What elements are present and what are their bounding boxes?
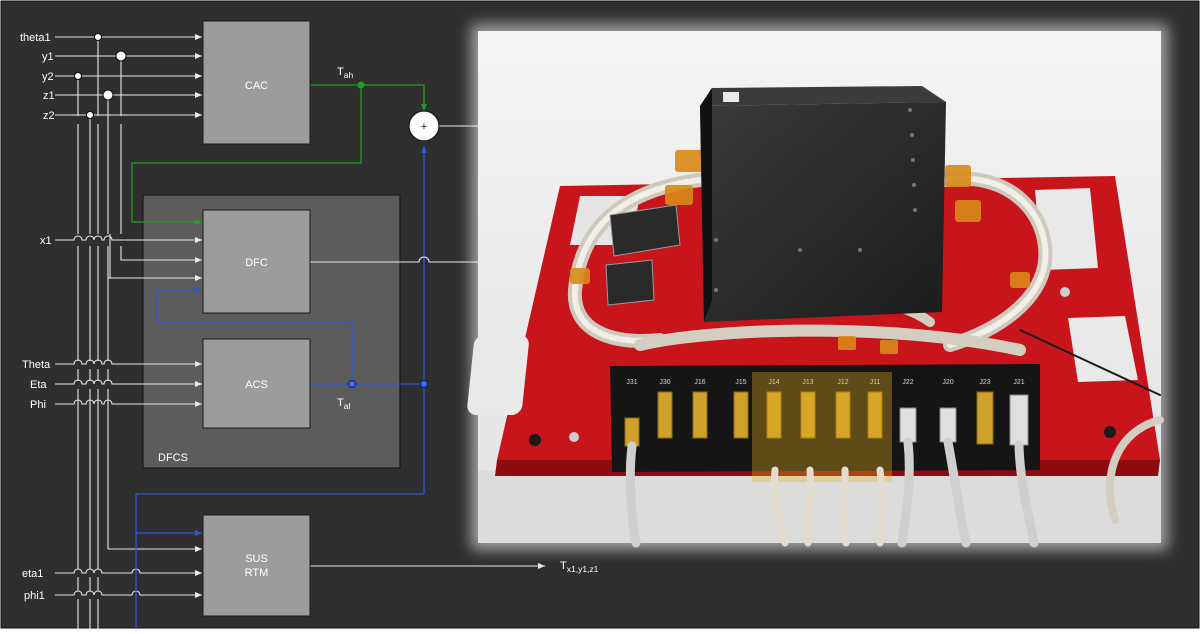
electronics-box — [700, 86, 946, 322]
input-label-theta1: theta1 — [20, 32, 51, 44]
input-label-theta: Theta — [22, 359, 51, 371]
connector-label: J31 — [626, 379, 637, 386]
tah-junction — [357, 81, 365, 89]
acs-label: ACS — [245, 379, 268, 391]
cable-harness — [567, 171, 1164, 524]
cac-label: CAC — [245, 80, 268, 92]
sus-label: SUS — [245, 553, 268, 565]
grey-cables — [625, 437, 1039, 548]
tal-signal-wires — [135, 146, 427, 629]
input-label-y2: y2 — [42, 71, 54, 83]
hardware-photo: J31 J30 J16 J15 J14 J13 J12 J11 J22 J20 J23 J21 — [467, 24, 1168, 550]
tah-signal-wires — [131, 84, 427, 225]
connector-label: J12 — [837, 379, 848, 386]
placards — [605, 204, 681, 306]
input-label-x1: x1 — [40, 235, 52, 247]
dfc-block: DFC — [202, 209, 311, 314]
input-label-y1: y1 — [42, 51, 54, 63]
dfc-output-wire — [310, 256, 482, 263]
input-label-phi1: phi1 — [24, 590, 45, 602]
tah-label: Tah — [337, 66, 353, 80]
connector-label: J21 — [1013, 379, 1024, 386]
connector-label: J14 — [768, 379, 779, 386]
connector-label: J22 — [902, 379, 913, 386]
connector-bracket: J31 J30 J16 J15 J14 J13 J12 J11 J22 J20 J23 J21 — [610, 364, 1040, 482]
connector-label: J11 — [870, 379, 881, 386]
white-bundles — [770, 466, 886, 547]
input-label-phi: Phi — [30, 399, 46, 411]
dfcs-label: DFCS — [158, 452, 188, 464]
input-bus-lines — [77, 37, 122, 629]
connector-label: J30 — [659, 379, 670, 386]
tal-label: Tal — [337, 397, 350, 411]
tal-junction-left — [348, 380, 356, 388]
kapton-tape — [570, 150, 1030, 354]
input-label-eta: Eta — [30, 379, 47, 391]
connector-label: J20 — [942, 379, 953, 386]
txyz-label: Tx1,y1,z1 — [560, 560, 599, 574]
input-label-z1: z1 — [43, 90, 55, 102]
sus-rtm-block: SUS RTM — [202, 514, 311, 617]
connector-label: J23 — [979, 379, 990, 386]
tal-junction-right — [420, 380, 428, 388]
input-label-z2: z2 — [43, 110, 55, 122]
connector-label: J13 — [802, 379, 813, 386]
junction-dots — [74, 33, 127, 119]
connector-label: J16 — [694, 379, 705, 386]
dfc-label: DFC — [245, 257, 268, 269]
rtm-label: RTM — [245, 567, 269, 579]
connector-label: J15 — [735, 379, 746, 386]
input-labels: theta1 y1 y2 z1 z2 x1 Theta Eta Phi eta1… — [20, 32, 55, 602]
cac-block: CAC — [202, 20, 311, 145]
acs-block: ACS — [202, 338, 311, 429]
sum-symbol: + — [421, 121, 427, 133]
summing-junction: + — [408, 110, 440, 142]
input-label-eta1: eta1 — [22, 568, 43, 580]
